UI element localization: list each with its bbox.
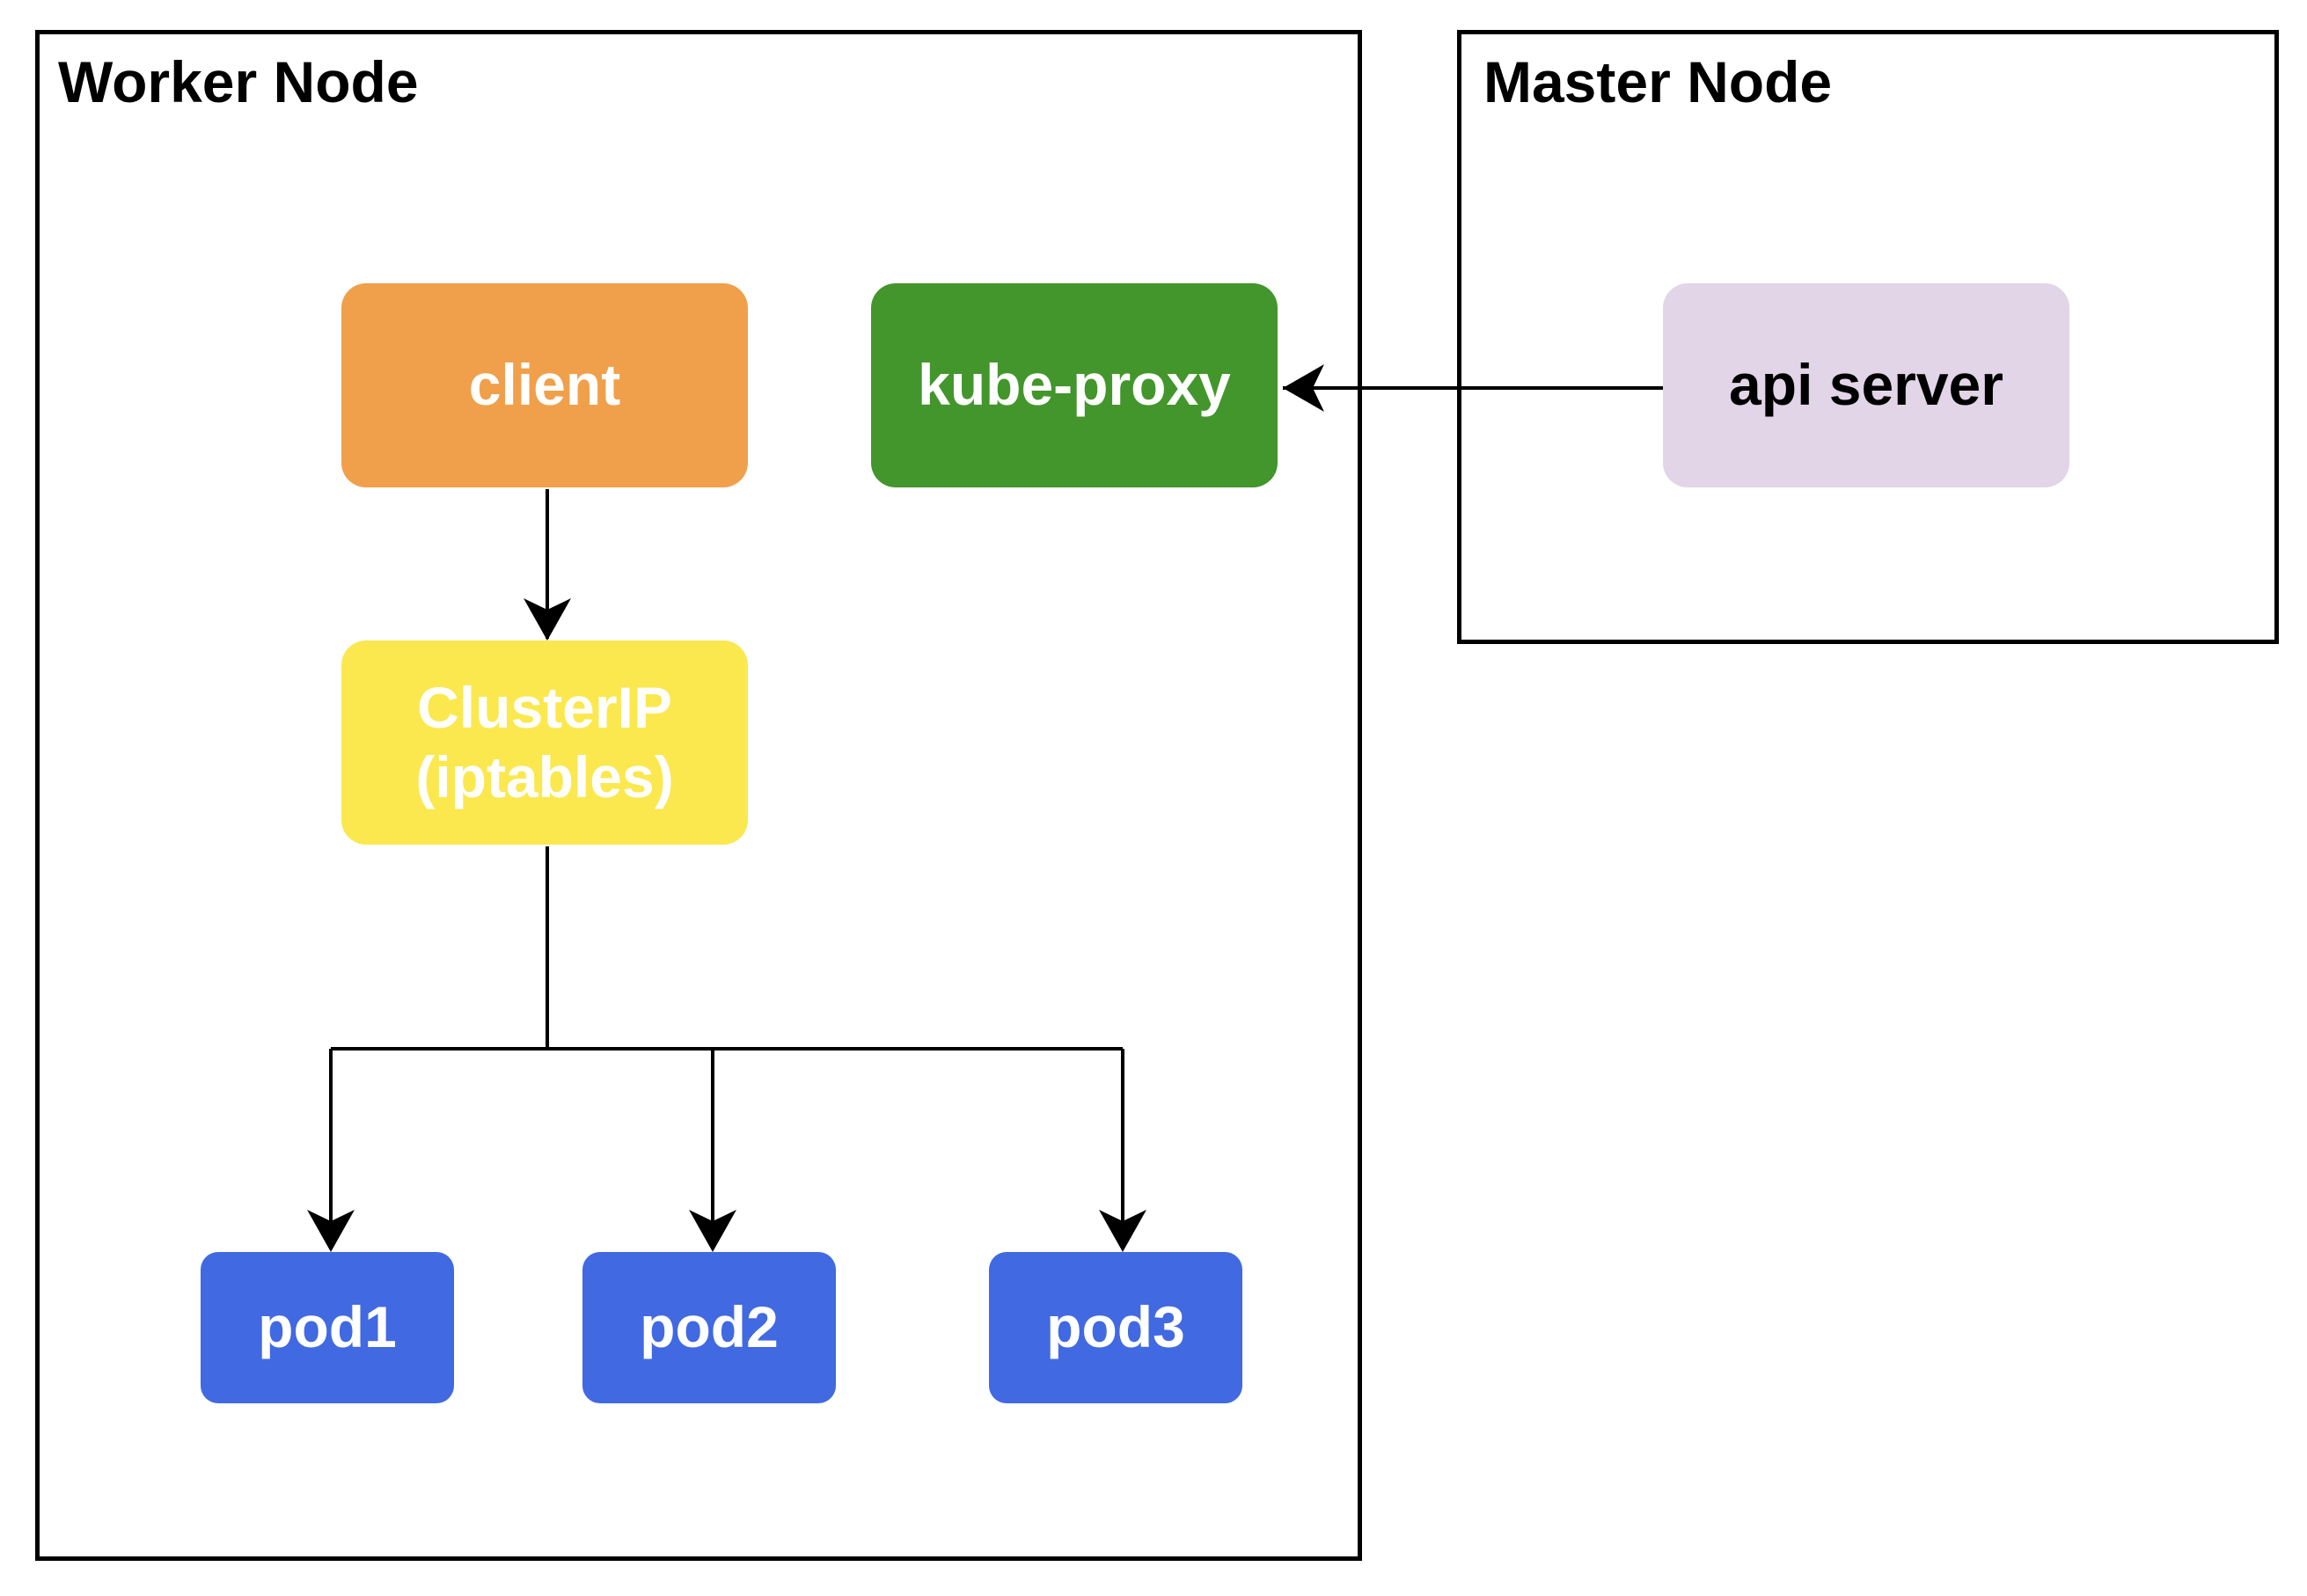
api-server-node: api server (1663, 283, 2069, 487)
client-label: client (468, 352, 621, 418)
pod1-label: pod1 (258, 1294, 397, 1360)
client-node: client (341, 283, 748, 487)
pod3-label: pod3 (1046, 1294, 1185, 1360)
pod2-label: pod2 (640, 1294, 779, 1360)
clusterip-label-line1: ClusterIP (417, 674, 672, 740)
kube-proxy-label: kube-proxy (918, 352, 1231, 418)
clusterip-node: ClusterIP (iptables) (341, 641, 748, 845)
pod2-node: pod2 (582, 1252, 836, 1403)
master-node-title: Master Node (1483, 49, 1833, 114)
pod3-node: pod3 (989, 1252, 1242, 1403)
worker-node-title: Worker Node (58, 49, 419, 114)
api-server-label: api server (1729, 352, 2003, 418)
pod1-node: pod1 (201, 1252, 454, 1403)
kube-proxy-node: kube-proxy (871, 283, 1278, 487)
clusterip-label-line2: (iptables) (415, 744, 674, 809)
